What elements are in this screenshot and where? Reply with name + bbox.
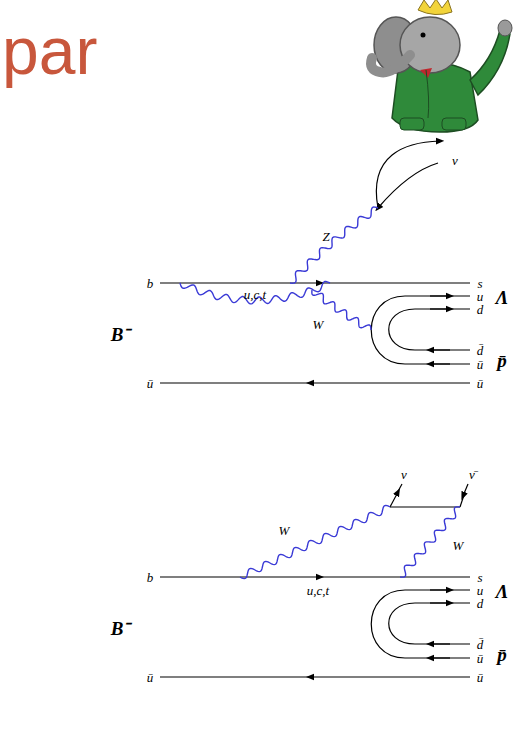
particle-label: b bbox=[147, 277, 154, 290]
elephant-cartoon bbox=[371, 0, 512, 132]
particle-label: ν bbox=[452, 154, 458, 167]
particle-label: u,c,t bbox=[307, 584, 329, 597]
particle-label: u bbox=[477, 290, 484, 303]
particle-label: Z bbox=[322, 230, 329, 243]
particle-label: W bbox=[453, 539, 464, 552]
hadron-label: B⁻ bbox=[111, 619, 130, 638]
particle-label: s bbox=[477, 277, 482, 290]
particle-label: d̄ bbox=[477, 638, 484, 651]
hadron-label: p̄ bbox=[497, 351, 507, 370]
hadron-label: Λ bbox=[496, 582, 509, 601]
boson-wave bbox=[290, 207, 378, 283]
particle-label: ū bbox=[477, 671, 484, 684]
particle-label: d bbox=[477, 597, 484, 610]
hadron-label: B⁻ bbox=[111, 325, 130, 344]
hadron-label: p̄ bbox=[497, 645, 507, 664]
particle-label: ν bbox=[401, 468, 407, 481]
particle-label: W bbox=[313, 318, 324, 331]
fermion-lines bbox=[160, 484, 470, 677]
particle-label: d̄ bbox=[477, 344, 484, 357]
particle-label: ū bbox=[477, 377, 484, 390]
particle-label: ū bbox=[477, 652, 484, 665]
boson-wave bbox=[240, 505, 390, 578]
particle-label: ū bbox=[477, 358, 484, 371]
fermion-lines bbox=[160, 141, 470, 383]
particle-label: s bbox=[477, 571, 482, 584]
particle-label: u,c,t bbox=[244, 288, 266, 301]
boson-wave bbox=[180, 282, 330, 304]
hadron-label: Λ bbox=[496, 288, 509, 307]
particle-label: ū bbox=[147, 671, 154, 684]
particle-label: u bbox=[477, 584, 484, 597]
particle-label: b bbox=[147, 571, 154, 584]
particle-label: ν̄ bbox=[469, 468, 475, 481]
particle-label: W bbox=[279, 524, 290, 537]
particle-label: d bbox=[477, 303, 484, 316]
boson-wave bbox=[400, 507, 460, 577]
slide-title: par bbox=[2, 18, 97, 84]
particle-label: ū bbox=[147, 377, 154, 390]
boson-lines bbox=[180, 207, 460, 579]
boson-wave bbox=[312, 290, 371, 330]
